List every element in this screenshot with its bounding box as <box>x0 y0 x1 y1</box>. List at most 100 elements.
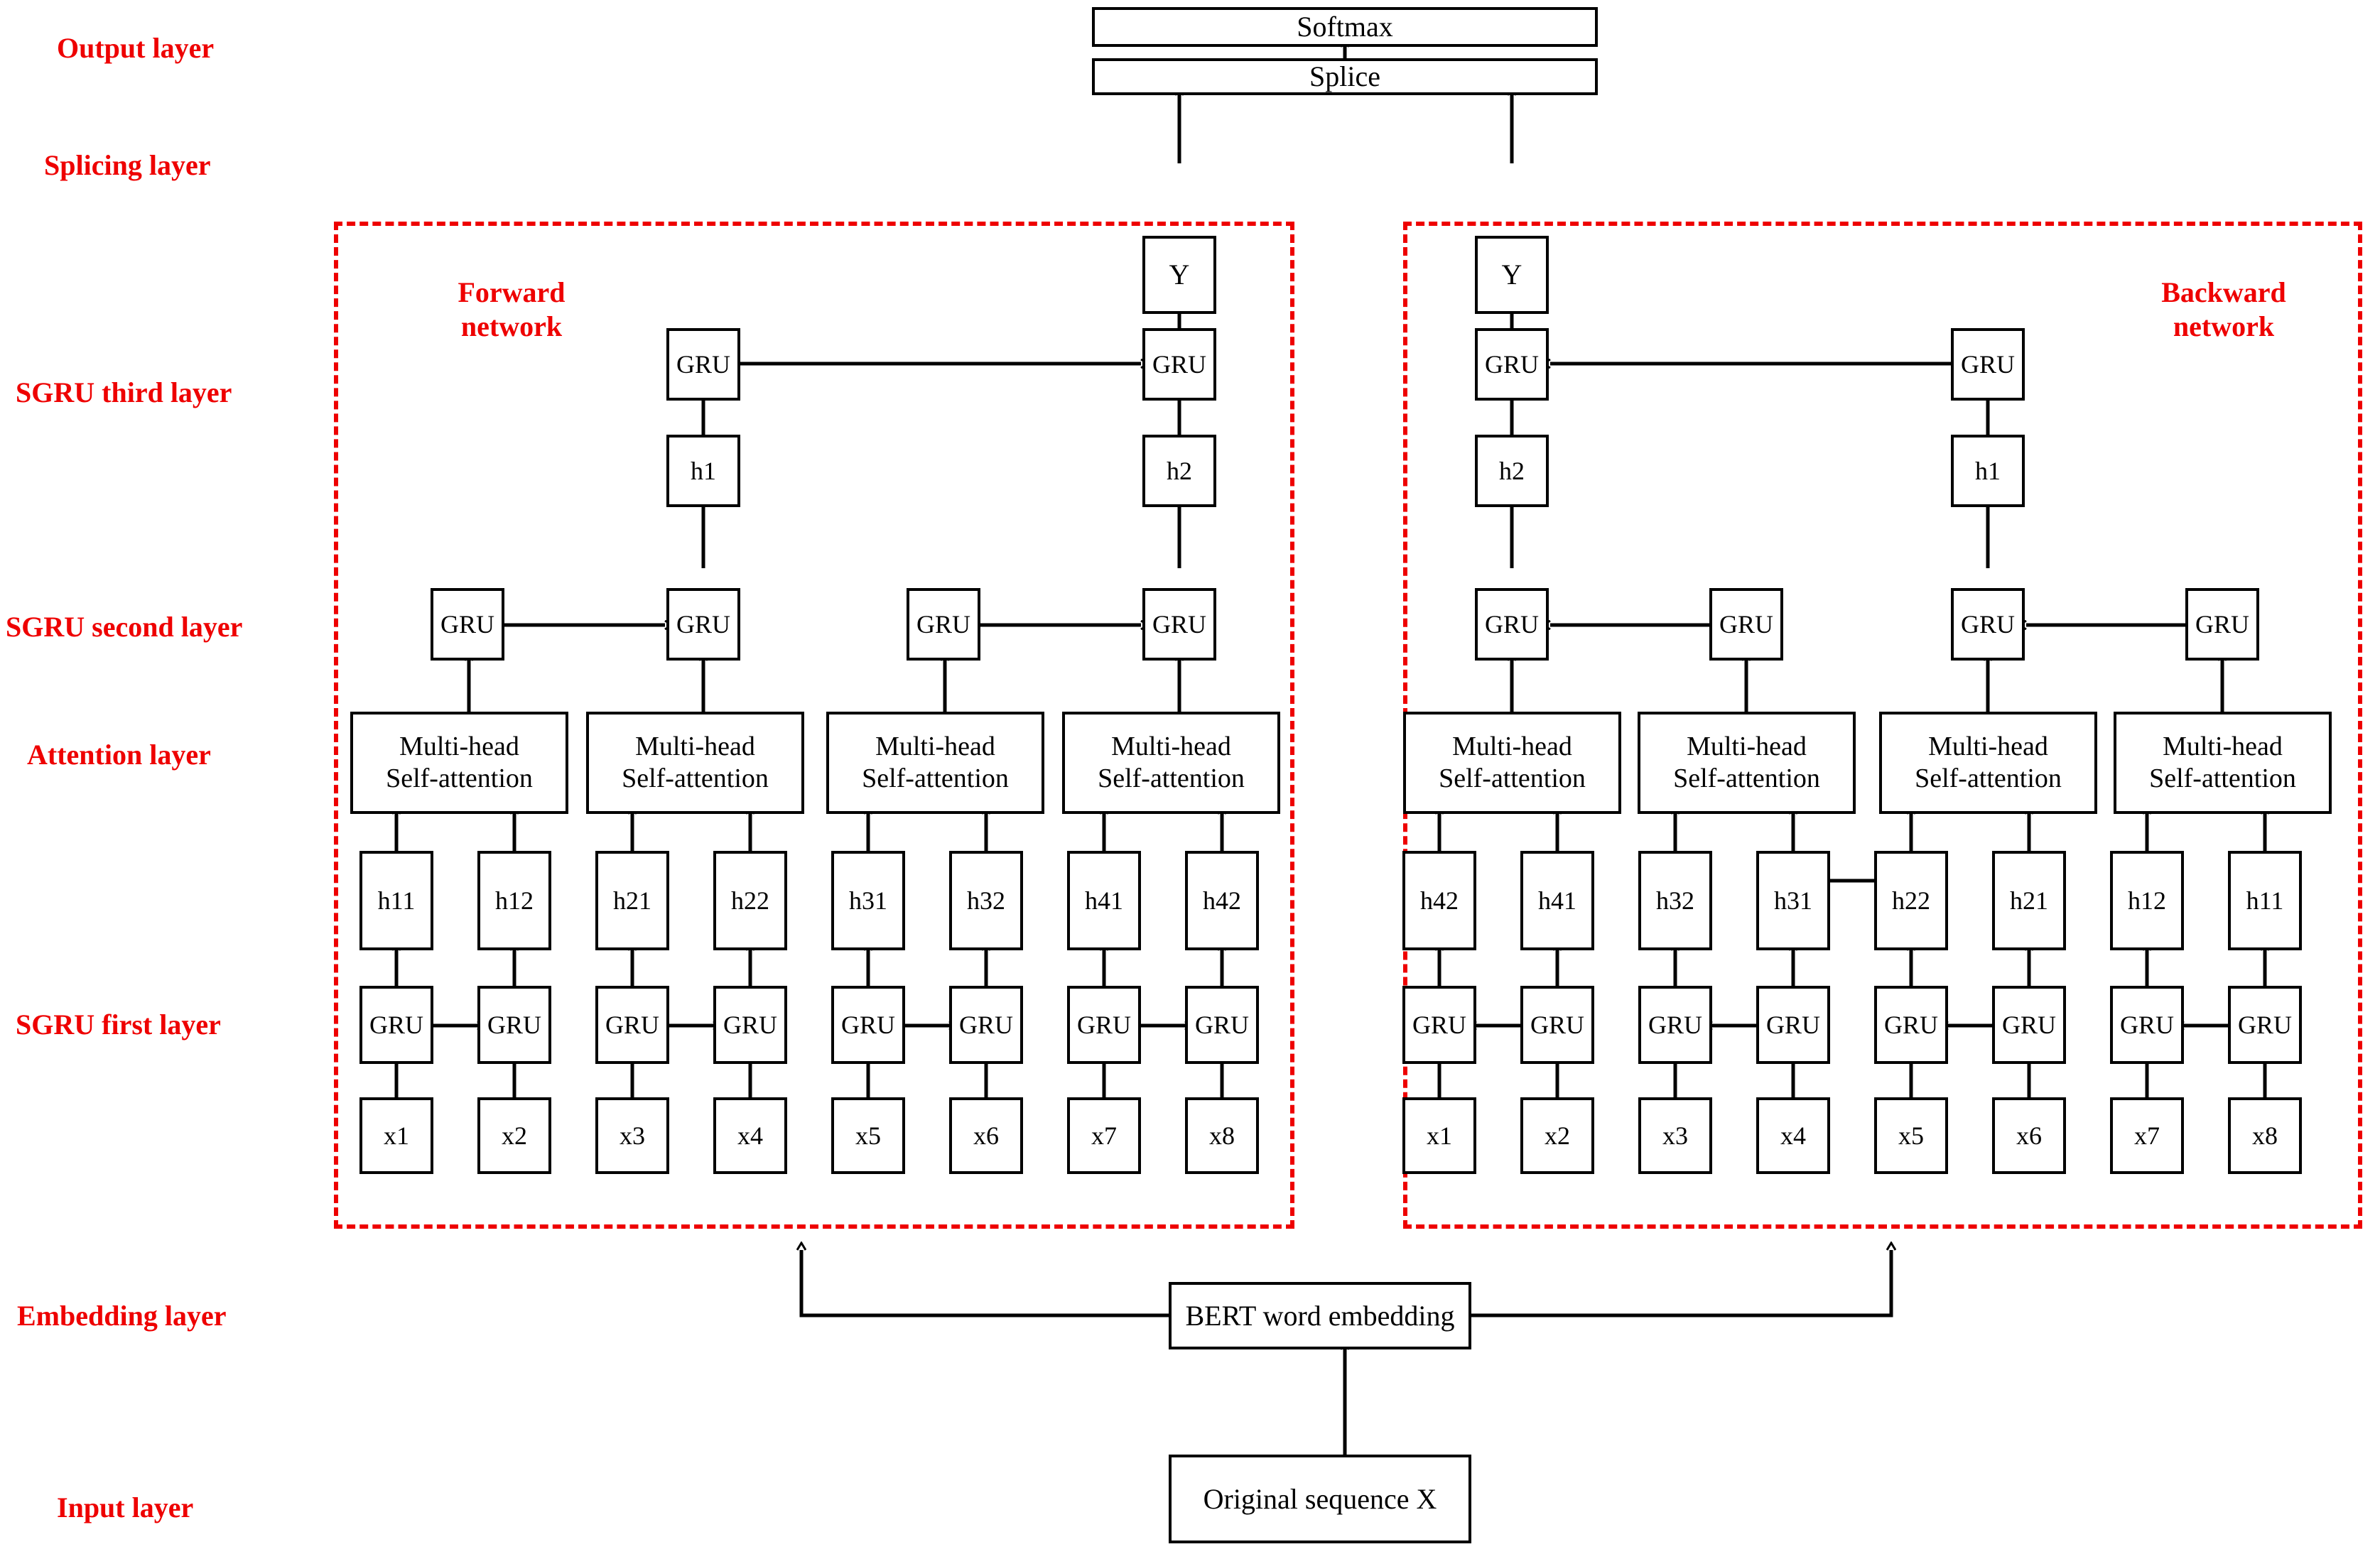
forward-hidden-2[interactable]: h12 <box>477 851 551 950</box>
attention-line-1: Multi-head <box>399 732 519 762</box>
attention-line-2: Self-attention <box>1439 764 1586 793</box>
backward-input-8[interactable]: x8 <box>2228 1097 2302 1174</box>
forward-attention-4[interactable]: Multi-head Self-attention <box>1062 712 1280 814</box>
backward-gru1-2[interactable]: GRU <box>1520 986 1594 1064</box>
forward-hidden-8[interactable]: h42 <box>1185 851 1259 950</box>
backward-h-mid-1[interactable]: h2 <box>1475 435 1549 507</box>
forward-hidden-5[interactable]: h31 <box>831 851 905 950</box>
forward-gru2-1[interactable]: GRU <box>431 588 504 661</box>
forward-input-3[interactable]: x3 <box>595 1097 669 1174</box>
forward-hidden-6[interactable]: h32 <box>949 851 1023 950</box>
forward-gru3-2[interactable]: GRU <box>1142 328 1216 401</box>
forward-gru1-7[interactable]: GRU <box>1067 986 1141 1064</box>
forward-gru1-5[interactable]: GRU <box>831 986 905 1064</box>
backward-gru2-4[interactable]: GRU <box>2185 588 2259 661</box>
backward-hidden-2[interactable]: h41 <box>1520 851 1594 950</box>
backward-input-1[interactable]: x1 <box>1402 1097 1476 1174</box>
forward-gru1-6[interactable]: GRU <box>949 986 1023 1064</box>
forward-network-label: Forward network <box>458 276 566 342</box>
backward-h-mid-2[interactable]: h1 <box>1951 435 2025 507</box>
attention-line-2: Self-attention <box>386 764 533 793</box>
forward-gru1-1[interactable]: GRU <box>359 986 433 1064</box>
backward-hidden-8[interactable]: h11 <box>2228 851 2302 950</box>
forward-y-box[interactable]: Y <box>1142 236 1216 314</box>
backward-gru1-6[interactable]: GRU <box>1992 986 2066 1064</box>
attention-line-1: Multi-head <box>1111 732 1231 762</box>
backward-input-2[interactable]: x2 <box>1520 1097 1594 1174</box>
backward-gru1-1[interactable]: GRU <box>1402 986 1476 1064</box>
forward-hidden-3[interactable]: h21 <box>595 851 669 950</box>
backward-input-5[interactable]: x5 <box>1874 1097 1948 1174</box>
forward-gru1-8[interactable]: GRU <box>1185 986 1259 1064</box>
bert-embedding-box[interactable]: BERT word embedding <box>1169 1282 1471 1349</box>
backward-attention-3[interactable]: Multi-head Self-attention <box>1879 712 2097 814</box>
backward-gru3-2[interactable]: GRU <box>1951 328 2025 401</box>
backward-gru1-5[interactable]: GRU <box>1874 986 1948 1064</box>
forward-gru1-4[interactable]: GRU <box>713 986 787 1064</box>
backward-gru1-8[interactable]: GRU <box>2228 986 2302 1064</box>
forward-attention-1[interactable]: Multi-head Self-attention <box>350 712 568 814</box>
layer-label-input: Input layer <box>57 1491 194 1523</box>
backward-gru2-3[interactable]: GRU <box>1951 588 2025 661</box>
backward-input-7[interactable]: x7 <box>2110 1097 2184 1174</box>
backward-attention-1[interactable]: Multi-head Self-attention <box>1403 712 1621 814</box>
backward-hidden-1[interactable]: h42 <box>1402 851 1476 950</box>
backward-network-label: Backward network <box>2161 276 2286 342</box>
attention-line-2: Self-attention <box>1673 764 1820 793</box>
forward-gru2-2[interactable]: GRU <box>666 588 740 661</box>
backward-gru2-1[interactable]: GRU <box>1475 588 1549 661</box>
forward-attention-3[interactable]: Multi-head Self-attention <box>826 712 1044 814</box>
forward-input-4[interactable]: x4 <box>713 1097 787 1174</box>
original-sequence-box[interactable]: Original sequence X <box>1169 1455 1471 1543</box>
forward-input-7[interactable]: x7 <box>1067 1097 1141 1174</box>
softmax-box[interactable]: Softmax <box>1092 7 1598 47</box>
forward-input-1[interactable]: x1 <box>359 1097 433 1174</box>
backward-input-6[interactable]: x6 <box>1992 1097 2066 1174</box>
attention-line-2: Self-attention <box>1098 764 1245 793</box>
backward-gru1-3[interactable]: GRU <box>1638 986 1712 1064</box>
forward-hidden-4[interactable]: h22 <box>713 851 787 950</box>
forward-input-2[interactable]: x2 <box>477 1097 551 1174</box>
backward-gru3-1[interactable]: GRU <box>1475 328 1549 401</box>
backward-attention-4[interactable]: Multi-head Self-attention <box>2114 712 2332 814</box>
attention-line-1: Multi-head <box>875 732 995 762</box>
backward-hidden-3[interactable]: h32 <box>1638 851 1712 950</box>
backward-hidden-5[interactable]: h22 <box>1874 851 1948 950</box>
backward-attention-2[interactable]: Multi-head Self-attention <box>1638 712 1856 814</box>
forward-gru2-4[interactable]: GRU <box>1142 588 1216 661</box>
backward-hidden-7[interactable]: h12 <box>2110 851 2184 950</box>
attention-line-1: Multi-head <box>2163 732 2283 762</box>
backward-hidden-4[interactable]: h31 <box>1756 851 1830 950</box>
forward-attention-2[interactable]: Multi-head Self-attention <box>586 712 804 814</box>
attention-line-1: Multi-head <box>635 732 755 762</box>
backward-hidden-6[interactable]: h21 <box>1992 851 2066 950</box>
backward-y-box[interactable]: Y <box>1475 236 1549 314</box>
attention-line-2: Self-attention <box>862 764 1009 793</box>
attention-line-2: Self-attention <box>2149 764 2296 793</box>
forward-hidden-7[interactable]: h41 <box>1067 851 1141 950</box>
forward-input-5[interactable]: x5 <box>831 1097 905 1174</box>
attention-line-1: Multi-head <box>1687 732 1807 762</box>
backward-gru2-2[interactable]: GRU <box>1709 588 1783 661</box>
backward-gru1-7[interactable]: GRU <box>2110 986 2184 1064</box>
forward-gru2-3[interactable]: GRU <box>907 588 980 661</box>
layer-label-attention: Attention layer <box>27 739 211 771</box>
backward-gru1-4[interactable]: GRU <box>1756 986 1830 1064</box>
splice-box[interactable]: Splice <box>1092 58 1598 95</box>
forward-hidden-1[interactable]: h11 <box>359 851 433 950</box>
forward-h-mid-1[interactable]: h1 <box>666 435 740 507</box>
forward-input-6[interactable]: x6 <box>949 1097 1023 1174</box>
forward-input-8[interactable]: x8 <box>1185 1097 1259 1174</box>
layer-label-sgru-first: SGRU first layer <box>16 1009 221 1040</box>
backward-input-4[interactable]: x4 <box>1756 1097 1830 1174</box>
forward-h-mid-2[interactable]: h2 <box>1142 435 1216 507</box>
forward-gru1-3[interactable]: GRU <box>595 986 669 1064</box>
layer-label-splicing: Splicing layer <box>44 149 211 181</box>
forward-gru1-2[interactable]: GRU <box>477 986 551 1064</box>
forward-gru3-1[interactable]: GRU <box>666 328 740 401</box>
attention-line-1: Multi-head <box>1452 732 1572 762</box>
backward-input-3[interactable]: x3 <box>1638 1097 1712 1174</box>
layer-label-sgru-second: SGRU second layer <box>6 611 243 643</box>
attention-line-2: Self-attention <box>1915 764 2062 793</box>
